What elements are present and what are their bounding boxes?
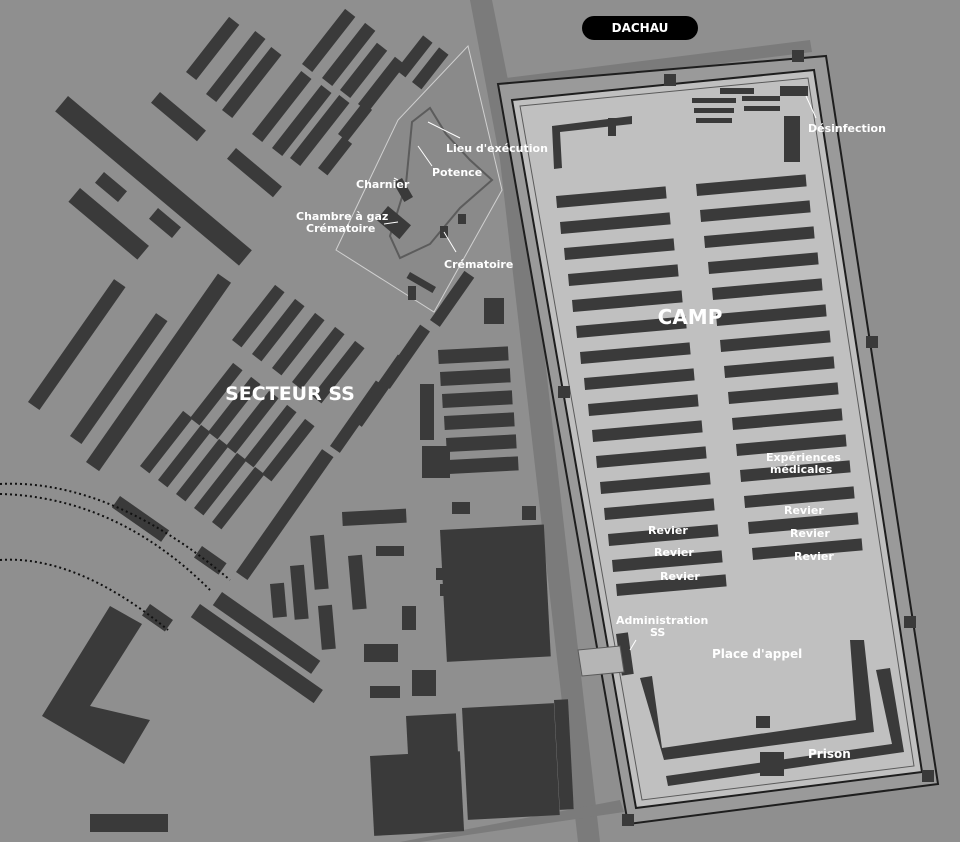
label-revier-right-3: Revier xyxy=(794,550,834,563)
label-gas-chamber: Chambre à gaz xyxy=(296,210,388,223)
label-medical-experiments-2: médicales xyxy=(770,463,833,476)
crematorium-zone xyxy=(335,44,503,313)
label-revier-left-2: Revier xyxy=(654,546,694,559)
label-crematorium-1: Crématoire xyxy=(306,222,375,235)
label-crematorium-2: Crématoire xyxy=(444,258,513,271)
camp-barracks-left xyxy=(555,186,727,596)
industrial-blocks xyxy=(42,298,574,836)
label-prison: Prison xyxy=(808,747,851,761)
main-road xyxy=(470,0,600,842)
label-revier-right-1: Revier xyxy=(784,504,824,517)
ss-sector-buildings xyxy=(27,8,475,581)
label-revier-left-3: Revier xyxy=(660,570,700,583)
camp-fence xyxy=(519,77,915,801)
watchtowers xyxy=(558,50,934,826)
label-revier-left-1: Revier xyxy=(648,524,688,537)
camp-bottom-buildings xyxy=(616,632,904,786)
rail-lines xyxy=(0,482,231,631)
map-title: DACHAU xyxy=(582,16,698,40)
camp-barracks-right xyxy=(696,174,863,560)
label-camp: CAMP xyxy=(658,305,723,329)
map-title-text: DACHAU xyxy=(612,21,669,35)
label-medical-experiments-1: Expériences xyxy=(766,451,841,464)
label-mass-grave: Charnier xyxy=(356,178,410,191)
label-gallows: Potence xyxy=(432,166,482,179)
camp-top-buildings xyxy=(552,86,808,169)
label-administration-2: SS xyxy=(650,626,665,639)
label-revier-right-2: Revier xyxy=(790,527,830,540)
label-administration-1: Administration xyxy=(616,614,708,627)
label-desinfection: Désinfection xyxy=(808,122,886,135)
label-roll-call-square: Place d'appel xyxy=(712,647,802,661)
camp-gate xyxy=(577,645,625,677)
label-ss-sector: SECTEUR SS xyxy=(225,383,355,405)
leader-lines xyxy=(383,95,817,651)
label-execution-site: Lieu d'exécution xyxy=(446,142,548,155)
